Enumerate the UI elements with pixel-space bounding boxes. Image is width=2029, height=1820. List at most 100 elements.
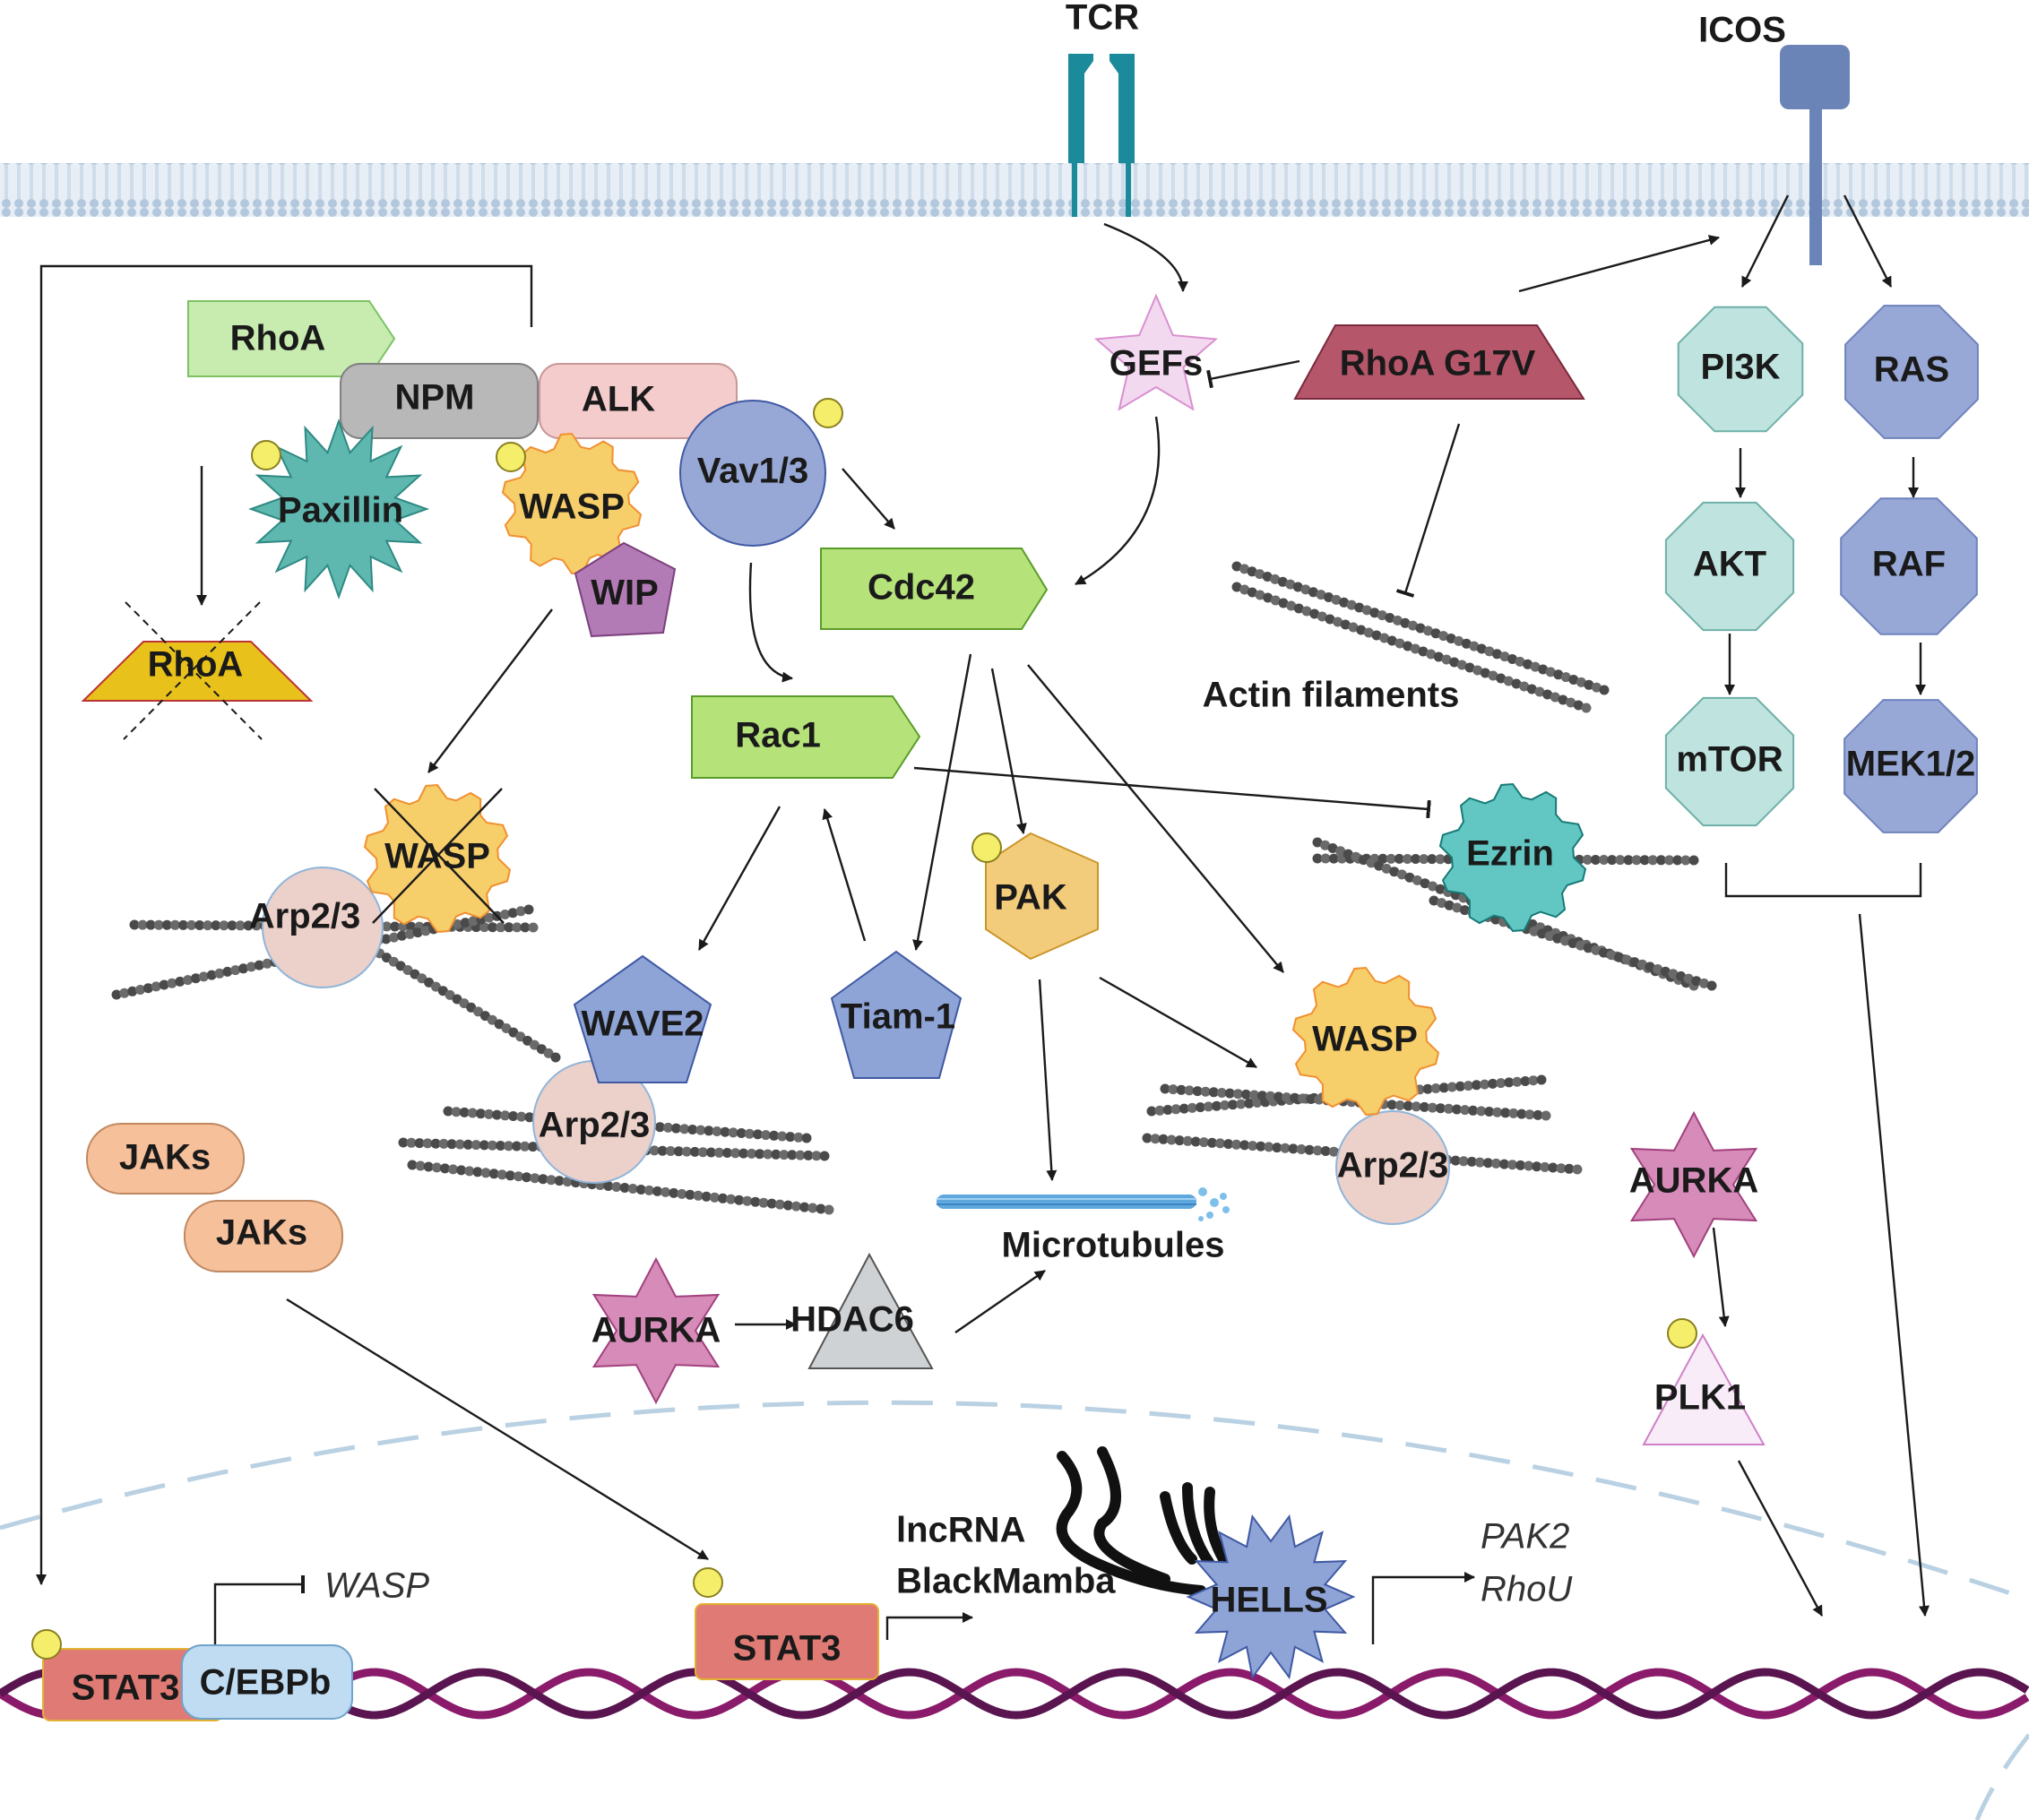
arrow-gefs-cdc42 [1075, 416, 1161, 586]
icos-label: ICOS [1698, 11, 1786, 50]
mek-shape [1843, 699, 1978, 833]
aurka-right-label: AURKA [1629, 1161, 1758, 1201]
arrow-hdac6-microtubules [954, 1270, 1046, 1333]
aurka-left-label: AURKA [591, 1311, 721, 1350]
gene-rhou-label: RhoU [1481, 1570, 1573, 1609]
actin-filament [353, 936, 561, 1063]
arp23-right-label: Arp2/3 [1337, 1146, 1449, 1186]
rhoa-npm-label: RhoA [230, 319, 326, 358]
tiam1-shape [830, 950, 963, 1079]
plk1-shape [1642, 1333, 1766, 1445]
arrow-tiam1-rac1 [822, 808, 867, 942]
jaks-2-label: JAKs [216, 1213, 307, 1253]
phospho-dot [1667, 1318, 1697, 1349]
microtubule-bundle [937, 1187, 1230, 1221]
arrow-npmalk-stat3 [36, 264, 533, 1585]
phospho-dot [693, 1567, 723, 1598]
arrow-aurka-plk1 [1712, 1227, 1730, 1327]
cebpb-label: C/EBPb [200, 1663, 332, 1703]
pak-shape [985, 832, 1099, 961]
microtubules-label: Microtubules [1002, 1226, 1225, 1265]
actin-filaments-label: Actin filaments [1203, 676, 1460, 715]
cross-mark-wasp [372, 788, 505, 924]
tiam1-label: Tiam-1 [841, 997, 955, 1037]
cebpb-shape [181, 1644, 353, 1720]
arrow-cdc42-wasp [1027, 664, 1284, 973]
arrow-jaks-stat3 [286, 1298, 709, 1561]
hells-label: HELLS [1210, 1581, 1327, 1620]
paxillin-label: Paxillin [278, 491, 403, 530]
arrow-cdc42-pak [990, 668, 1027, 834]
arrow-vav-cdc42 [842, 468, 895, 530]
arrow-icos-pi3k [1740, 194, 1790, 288]
phospho-dot [251, 440, 281, 470]
tcr-receptor [1068, 54, 1135, 217]
wasp-right-label: WASP [1312, 1020, 1418, 1059]
arrow-tcr-gefs [1103, 222, 1188, 292]
arrow-hells-genes [1371, 1572, 1475, 1644]
arp23-mid-label: Arp2/3 [539, 1106, 651, 1145]
phospho-dot [31, 1629, 62, 1660]
vav-shape [679, 400, 826, 547]
phospho-dot [813, 398, 843, 428]
phospho-dot [971, 832, 1002, 863]
raf-label: RAF [1872, 545, 1946, 584]
arrow-pak-microtubules [1038, 979, 1058, 1181]
akt-shape [1664, 501, 1795, 632]
inhibit-cebpb-wasp [213, 1575, 305, 1649]
ezrin-label: Ezrin [1466, 834, 1554, 874]
arp23-right-shape [1335, 1110, 1450, 1225]
pak-label: PAK [994, 878, 1067, 918]
alk-shape [539, 363, 738, 439]
wave2-shape [573, 954, 712, 1083]
actin-filament [1231, 582, 1592, 713]
cdc42-shape [820, 548, 1049, 630]
arrow-plk1-nucleus [1737, 1460, 1824, 1617]
arp23-left-label: Arp2/3 [249, 897, 361, 936]
pi3k-label: PI3K [1701, 348, 1781, 387]
aurka-left-shape [591, 1256, 721, 1405]
rhoa-crossed-shape [81, 641, 314, 702]
paxillin-shape [248, 418, 429, 599]
arrow-rac1-wave2 [697, 806, 781, 951]
gefs-label: GEFs [1109, 344, 1203, 384]
phospho-markers [31, 398, 1697, 1660]
raf-shape [1840, 497, 1978, 635]
plk1-label: PLK1 [1654, 1378, 1746, 1418]
hdac6-shape [807, 1252, 934, 1369]
stat3-mid-label: STAT3 [733, 1629, 842, 1669]
lncrna-label-line1: lncRNA [896, 1511, 1025, 1550]
bracket-mtor-mek [1724, 863, 1922, 898]
arrow-stat3-lncrna [885, 1612, 973, 1640]
phospho-dot [496, 442, 526, 472]
rhoa-npm-shape [187, 300, 396, 377]
wasp-top-label: WASP [519, 487, 625, 527]
wasp-left-shape [363, 783, 512, 934]
npm-shape [340, 363, 539, 439]
lncrna-squiggle [1056, 1446, 1233, 1596]
arrow-pathways-nucleus [1858, 913, 1930, 1617]
ras-label: RAS [1874, 350, 1949, 390]
cdc42-label: Cdc42 [868, 568, 975, 608]
arp23-left-shape [262, 867, 384, 988]
rac1-shape [691, 695, 921, 779]
jaks-2-shape [184, 1200, 343, 1272]
vav-label: Vav1/3 [697, 452, 809, 491]
stat3-mid-shape [695, 1603, 879, 1680]
wip-label: WIP [591, 574, 659, 613]
gefs-shape [1093, 293, 1219, 411]
arrow-vav-rac1 [748, 562, 793, 683]
arrow-icos-ras [1843, 194, 1893, 288]
tcr-label: TCR [1066, 0, 1139, 38]
arrow-cdc42-tiam1 [912, 653, 972, 951]
alk-label: ALK [582, 380, 655, 419]
gene-wasp-label: WASP [324, 1566, 429, 1606]
hells-shape [1186, 1514, 1356, 1680]
connections [36, 194, 1930, 1649]
inhibit-rhoag17v-actin [1395, 423, 1461, 598]
wasp-right-shape [1291, 966, 1440, 1117]
inhibit-rac1-ezrin [913, 766, 1431, 819]
inhibit-rhoag17v-gefs [1206, 359, 1300, 389]
rhoa-crossed-label: RhoA [148, 645, 244, 685]
